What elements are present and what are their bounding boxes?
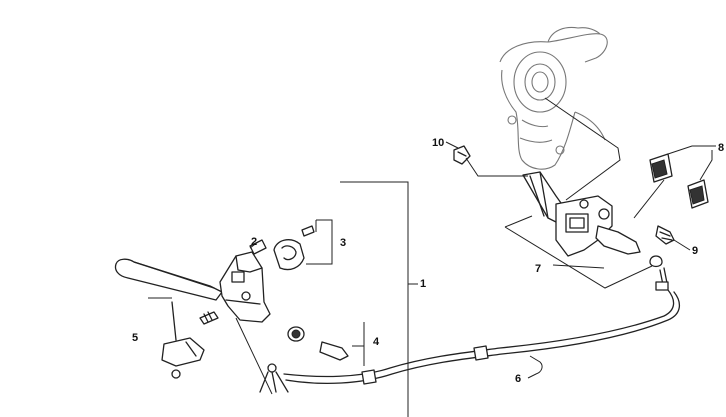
callout-7: 7 [535, 263, 541, 275]
callout-10: 10 [432, 137, 444, 149]
callout-3: 3 [340, 237, 346, 249]
caliper-bolt [655, 225, 675, 245]
handlebar-clamp [273, 225, 315, 271]
leader-1-lower [235, 317, 273, 395]
leader-7 [552, 264, 605, 269]
callout-1: 1 [420, 278, 426, 290]
master-cylinder [219, 239, 271, 323]
leader-spindle [544, 97, 621, 201]
spindle-hub-ghost [499, 26, 608, 170]
master-piston [199, 311, 349, 361]
callout-9: 9 [692, 245, 698, 257]
callout-5: 5 [132, 332, 138, 344]
lever-pivot-bracket [161, 301, 205, 379]
callout-2: 2 [251, 236, 257, 248]
callout-8: 8 [718, 142, 724, 154]
callout-4: 4 [373, 336, 380, 348]
bracket-4 [352, 322, 365, 366]
caliper-assembly [522, 171, 641, 257]
leader-2 [249, 241, 259, 249]
brake-lever [114, 258, 223, 301]
retaining-clip [453, 145, 471, 165]
cable-end-fitting [259, 363, 289, 393]
leader-8 [633, 145, 716, 219]
callout-6: 6 [515, 373, 521, 385]
leader-10 [445, 141, 528, 177]
leader-6 [527, 355, 543, 379]
bracket-7 [504, 215, 653, 289]
brake-cable [283, 255, 680, 385]
leader-9 [673, 239, 691, 251]
bracket-1 [340, 181, 418, 417]
bracket-3 [306, 219, 333, 265]
brake-pads [649, 153, 709, 209]
